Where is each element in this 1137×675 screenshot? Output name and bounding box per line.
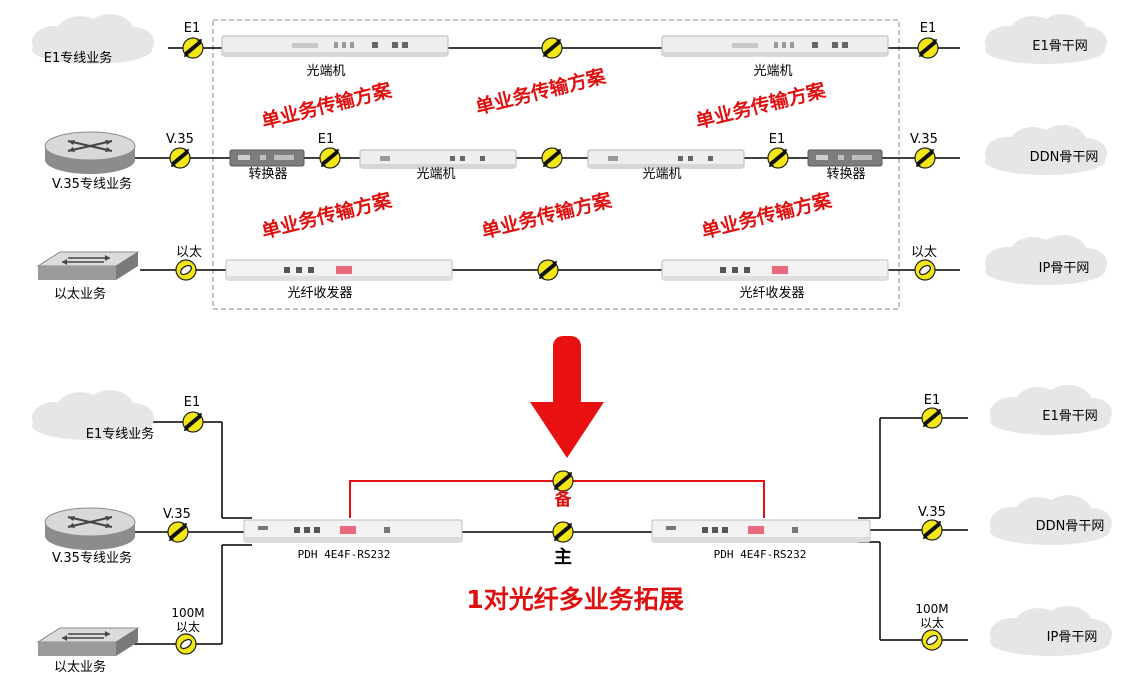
main-label: 主 bbox=[554, 546, 572, 568]
slogan: 单业务传输方案 bbox=[259, 78, 395, 133]
cloud-icon bbox=[985, 235, 1107, 285]
down-arrow-icon bbox=[530, 336, 604, 458]
row3-right-transceiver bbox=[661, 259, 889, 281]
caption: 1对光纤多业务拓展 bbox=[466, 585, 683, 614]
pdh-device-right bbox=[651, 519, 871, 543]
switch-icon bbox=[37, 251, 139, 281]
fiber-connector-icon bbox=[166, 520, 190, 544]
row2-left-service: V.35专线业务 bbox=[52, 176, 132, 192]
row1-left-iface: E1 bbox=[184, 21, 201, 36]
fiber-connector-icon bbox=[175, 633, 197, 655]
row2-right-service: DDN骨干网 bbox=[1030, 150, 1099, 165]
fiber-connector-icon bbox=[920, 518, 944, 542]
row2-mid-iface-left: E1 bbox=[318, 132, 335, 147]
fiber-connector-icon bbox=[914, 259, 936, 281]
row1-left-device-label: 光端机 bbox=[306, 64, 345, 79]
row1-left-optical-terminal bbox=[221, 35, 449, 57]
backup-label: 备 bbox=[554, 489, 573, 510]
fiber-connector-icon bbox=[181, 36, 205, 60]
bottom-right-service-ddn: DDN骨干网 bbox=[1036, 519, 1105, 534]
row3-left-transceiver bbox=[225, 259, 453, 281]
row3-right-iface: 以太 bbox=[911, 245, 937, 260]
fiber-connector-icon bbox=[540, 36, 564, 60]
fiber-connector-icon bbox=[551, 520, 575, 544]
bottom-left-iface-eth: 以太 bbox=[176, 619, 200, 634]
row2-right-device-label: 光端机 bbox=[642, 167, 681, 182]
row3-left-service: 以太业务 bbox=[54, 286, 106, 302]
slogan: 单业务传输方案 bbox=[693, 78, 829, 133]
pdh-device-left bbox=[243, 519, 463, 543]
fiber-connector-icon bbox=[181, 410, 205, 434]
bottom-right-service-ip: IP骨干网 bbox=[1047, 630, 1098, 645]
switch-icon bbox=[37, 627, 139, 657]
fiber-connector-icon bbox=[536, 258, 560, 282]
fiber-connector-icon bbox=[551, 469, 575, 493]
row2-left-iface: V.35 bbox=[166, 132, 194, 147]
row2-left-converter-label: 转换器 bbox=[248, 167, 287, 182]
fiber-connector-icon bbox=[921, 629, 943, 651]
bottom-left-service-v35: V.35专线业务 bbox=[52, 550, 132, 566]
bottom-right-iface-eth: 以太 bbox=[920, 615, 944, 630]
slogan: 单业务传输方案 bbox=[479, 188, 615, 243]
row1-left-service: E1专线业务 bbox=[44, 50, 113, 66]
row2-left-converter bbox=[229, 149, 305, 167]
row2-mid-iface-right: E1 bbox=[769, 132, 786, 147]
bottom-left-service-e1: E1专线业务 bbox=[86, 426, 155, 442]
row1-right-device-label: 光端机 bbox=[753, 64, 792, 79]
bottom-left-iface-eth-speed: 100M bbox=[171, 606, 204, 620]
bottom-right-iface-e1: E1 bbox=[924, 393, 941, 408]
fiber-connector-icon bbox=[168, 146, 192, 170]
fiber-connector-icon bbox=[913, 146, 937, 170]
pdh-device-right-label: PDH 4E4F-RS232 bbox=[714, 548, 807, 561]
bottom-right-service-e1: E1骨干网 bbox=[1042, 409, 1098, 424]
router-icon bbox=[44, 131, 136, 175]
row2-right-iface: V.35 bbox=[910, 132, 938, 147]
row3-right-device-label: 光纤收发器 bbox=[739, 285, 804, 301]
bottom-left-iface-v35: V.35 bbox=[163, 507, 191, 522]
bottom-right-iface-v35: V.35 bbox=[918, 505, 946, 520]
row2-right-optical-terminal bbox=[587, 149, 745, 169]
fiber-connector-icon bbox=[318, 146, 342, 170]
slogan: 单业务传输方案 bbox=[259, 188, 395, 243]
router-icon bbox=[44, 507, 136, 551]
bottom-left-service-eth: 以太业务 bbox=[54, 659, 106, 675]
fiber-connector-icon bbox=[920, 406, 944, 430]
fiber-connector-icon bbox=[540, 146, 564, 170]
fiber-connector-icon bbox=[766, 146, 790, 170]
bottom-left-iface-e1: E1 bbox=[184, 395, 201, 410]
fiber-connector-icon bbox=[916, 36, 940, 60]
row3-right-service: IP骨干网 bbox=[1039, 261, 1090, 276]
row1-right-service: E1骨干网 bbox=[1032, 39, 1088, 54]
slogan: 单业务传输方案 bbox=[699, 188, 835, 243]
row2-left-optical-terminal bbox=[359, 149, 517, 169]
row3-left-device-label: 光纤收发器 bbox=[287, 285, 352, 301]
row1-right-iface: E1 bbox=[920, 21, 937, 36]
row2-left-device-label: 光端机 bbox=[416, 167, 455, 182]
row2-right-converter bbox=[807, 149, 883, 167]
row2-right-converter-label: 转换器 bbox=[826, 167, 865, 182]
pdh-device-left-label: PDH 4E4F-RS232 bbox=[298, 548, 391, 561]
row3-left-iface: 以太 bbox=[176, 245, 202, 260]
bottom-right-iface-eth-speed: 100M bbox=[915, 602, 948, 616]
fiber-connector-icon bbox=[175, 259, 197, 281]
slogan: 单业务传输方案 bbox=[473, 64, 609, 119]
row1-right-optical-terminal bbox=[661, 35, 889, 57]
